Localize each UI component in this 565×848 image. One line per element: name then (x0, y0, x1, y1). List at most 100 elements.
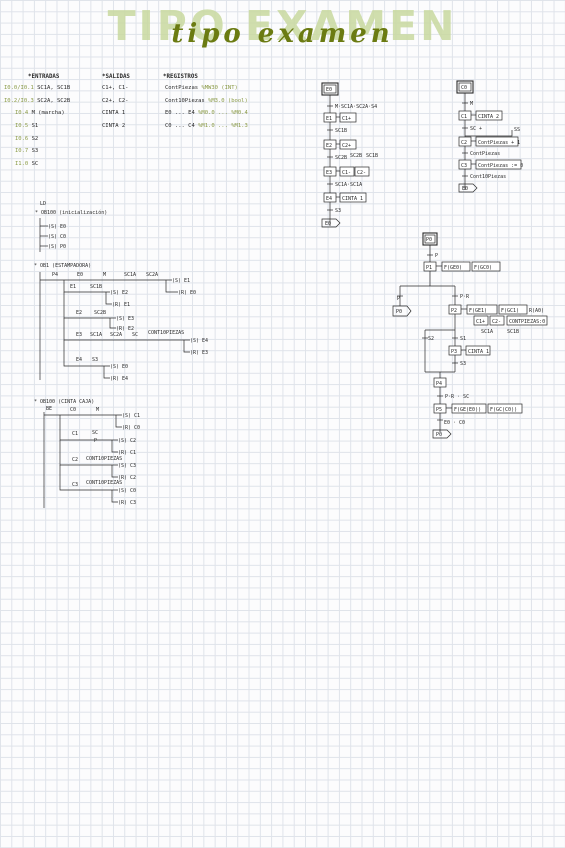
grafcet-action-label: F(GE0) (444, 265, 462, 271)
grafcet-step (323, 192, 337, 203)
ladder-contact-label: E2 (76, 310, 82, 316)
grafcet-transition: P (397, 296, 400, 302)
grafcet-step (323, 139, 337, 150)
grafcet-step (433, 403, 447, 414)
grafcet-action-label: F(GE1) (469, 308, 487, 314)
salidas-list: C1+, C1- C2+, C2- CINTA 1 CINTA 2 (102, 85, 129, 137)
grafcet-action-label: CINTA 2 (478, 114, 499, 120)
ladder-coil: (S) E4 (190, 338, 208, 344)
ladder-contact-label: S3 (92, 357, 98, 363)
entradas-list: I0.0/I0.1 SC1A, SC1B I0.2/I0.3 SC2A, SC2… (4, 85, 71, 175)
entradas-heading: *ENTRADAS (28, 74, 60, 80)
grafcet-transition: S3 (460, 361, 466, 367)
ladder-coil: (R) C0 (122, 425, 140, 431)
grafcet-action (339, 192, 367, 203)
entrada-row: I0.7 S3 (15, 148, 39, 155)
grafcet-action (441, 261, 471, 272)
ladder-contact-label: M (96, 407, 99, 413)
ladder-contact-label: SC1B (90, 284, 102, 290)
ladder-coil: (R) E1 (112, 302, 130, 308)
ladder-contact-label: SC (92, 430, 98, 436)
ladder-coil: (S) C1 (122, 413, 140, 419)
title-main-text: tipo examen (171, 19, 394, 49)
ladder-ob100: LD * OB100 (inicialización) (S) E0 (S) C… (35, 201, 107, 252)
ladder-contact-label: E4 (76, 357, 82, 363)
grafcet-step (458, 110, 472, 121)
grafcet-action-label: F(GC(C0)) (490, 407, 517, 413)
salida-row: C2+, C2- (102, 97, 129, 104)
grafcet-transition: P·R (460, 294, 470, 300)
ladder-contact-label: C2 (72, 457, 78, 463)
grafcet-step-label: C1 (461, 114, 467, 120)
grafcet-step-label: P4 (436, 381, 442, 387)
grafcet-step-label: E1 (326, 116, 332, 122)
grafcet-transition: ContPiezas (470, 151, 500, 157)
grafcet-transition: SC1B (335, 128, 347, 134)
grafcet-action (451, 403, 487, 414)
grafcet-transition: S3 (335, 208, 341, 214)
grafcet-action-label: F(GE(E0)) (454, 407, 481, 413)
title-shadow-text: TIPO EXAMEN (107, 2, 458, 50)
ladder-coil: (S) E3 (116, 316, 134, 322)
grafcet-step (323, 112, 337, 123)
grafcet-transition: S2 (428, 336, 434, 342)
grafcet-step-label: E3 (326, 170, 332, 176)
ladder-contact-label: C3 (72, 482, 78, 488)
grafcet-e: E0 M·SC1A·SC2A·S4 E1 C1+ SC1B E2 C2+ SC2… (321, 82, 378, 228)
ladder-contact-label: CONT10PIEZAS (148, 330, 184, 336)
entrada-row: I0.5 S1 (15, 123, 39, 130)
salida-row: CINTA 2 (102, 123, 126, 130)
grafcet-action-label: C1+ (342, 116, 351, 122)
grafcet-action (489, 315, 505, 326)
grafcet-transition: Cont10Piezas (470, 174, 506, 180)
grafcet-step (458, 136, 472, 147)
ladder-ob-cinta-caja: * OB100 (CINTA CAJA) BE C0 M (S) C1 (R) … (34, 399, 140, 508)
entrada-row: I0.0/I0.1 SC1A, SC1B (4, 85, 71, 91)
grafcet-action-label: ContPiezas := 0 (478, 163, 523, 169)
grafcet-jump-label: E0 (462, 186, 468, 192)
ladder-coil: (R) E3 (190, 350, 208, 356)
grafcet-jump-label: E0 (325, 221, 331, 227)
grafcet-step-label: E4 (326, 196, 332, 202)
entrada-row: I1.0 SC (15, 161, 39, 168)
grafcet-action-label: ContPiezas + 1 (478, 140, 520, 146)
grafcet-action (471, 261, 501, 272)
ob100-coil: (S) E0 (48, 224, 66, 230)
ladder-contact-label: SC (132, 332, 138, 338)
ladder-contact-label: P (94, 438, 97, 444)
grafcet-action (466, 304, 498, 315)
registro-row: ContPiezas %MW30 (INT) (165, 85, 238, 91)
ladder-contact-label: E0 (77, 272, 83, 278)
grafcet-action (465, 345, 491, 356)
grafcet-p: P0 P P1 F(GE0) F(GC0) P P0 P·R P2 F(GE1)… (392, 232, 548, 439)
ob1a-header: * OB1 (ESTAMPADORA) (34, 263, 91, 269)
grafcet-jump-label: P0 (396, 309, 402, 315)
ladder-coil: (S) C2 (118, 438, 136, 444)
grafcet-note: SC1B (507, 329, 519, 335)
registro-row: C0 ... C4 %M1.0 ... %M1.3 (165, 123, 248, 130)
grafcet-c: C0 M C1 CINTA 2 SC + SS C2 ContPiezas + … (456, 80, 523, 193)
ladder-coil: (S) C0 (118, 488, 136, 494)
grafcet-note: SS (514, 127, 520, 133)
ob100-coil: (S) C0 (48, 234, 66, 240)
grafcet-action (339, 166, 355, 177)
grafcet-step-inner (424, 234, 436, 244)
ob1b-sub: BE (46, 406, 52, 412)
ladder-contact-label: SC1A (90, 332, 102, 338)
ladder-contact-label: SC2B (94, 310, 106, 316)
grafcet-note: SC1B (366, 153, 378, 159)
ladder-contact-label: C0 (70, 407, 76, 413)
grafcet-action-label: F(GC0) (474, 265, 492, 271)
grafcet-step-label: E0 (326, 87, 332, 93)
grafcet-action (473, 315, 489, 326)
ladder-coil: (S) E0 (110, 364, 128, 370)
ladder-contact-label: SC2A (146, 272, 158, 278)
grafcet-action (339, 139, 357, 150)
grafcet-action (475, 110, 503, 121)
grafcet-action (475, 136, 519, 147)
grafcet-action-label: CINTA 1 (342, 196, 363, 202)
grafcet-jump-tag (321, 218, 341, 228)
grafcet-transition: M (470, 101, 473, 107)
ladder-coil: (S) E1 (172, 278, 190, 284)
